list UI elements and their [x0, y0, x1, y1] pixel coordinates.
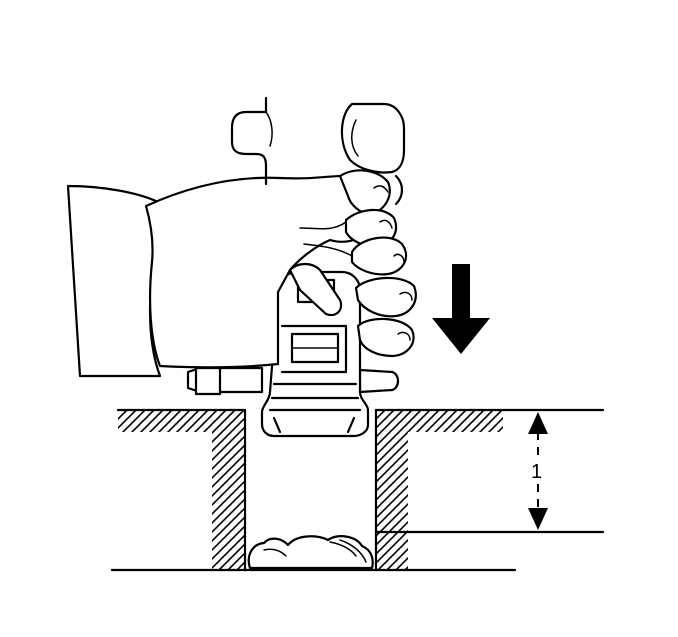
hatch-line: [118, 410, 128, 570]
callout-label: 1: [531, 461, 542, 483]
press-down-arrow: [432, 264, 490, 354]
hatch-line: [118, 410, 245, 570]
hatch-line: [376, 410, 413, 570]
hatch-line: [376, 410, 503, 570]
hatch-line: [118, 410, 164, 570]
panel-part: [230, 96, 406, 206]
hatch-line: [200, 410, 245, 570]
retainer-clip: [186, 270, 400, 438]
hatch-line: [118, 410, 227, 570]
dimension-arrow-down: [528, 508, 548, 530]
hatch-line: [431, 410, 503, 570]
hatch-line: [376, 410, 503, 570]
depth-dimension: 1: [528, 412, 548, 530]
hatch-line: [377, 410, 503, 570]
hatch-line: [118, 410, 200, 570]
hatch-line: [376, 410, 404, 570]
hatch-line: [422, 410, 503, 570]
hatch-line: [118, 410, 209, 570]
hatch-line: [118, 410, 245, 570]
hatch-line: [118, 410, 218, 570]
hatch-line: [118, 410, 245, 570]
hatch-line: [386, 410, 503, 570]
sealant-blob: [247, 535, 374, 570]
hatch-line: [118, 410, 182, 570]
hatch-line: [118, 410, 191, 570]
dimension-arrow-up: [528, 412, 548, 434]
hatch-line: [494, 410, 503, 570]
hand: [66, 169, 417, 378]
hatch-line: [440, 410, 503, 570]
hatch-line: [376, 410, 422, 570]
hatch-line: [118, 410, 236, 570]
hatch-line: [376, 410, 503, 570]
hatch-line: [118, 410, 137, 570]
hatch-line: [413, 410, 503, 570]
hatch-line: [118, 410, 245, 570]
hatch-line: [118, 410, 173, 570]
hatch-line: [191, 410, 245, 570]
hatch-line: [376, 410, 431, 570]
hatch-line: [118, 410, 155, 570]
hatch-line: [485, 410, 503, 570]
hatch-line: [209, 410, 245, 570]
hatch-line: [476, 410, 503, 570]
hatch-line: [118, 410, 119, 570]
hatch-line: [118, 410, 146, 570]
